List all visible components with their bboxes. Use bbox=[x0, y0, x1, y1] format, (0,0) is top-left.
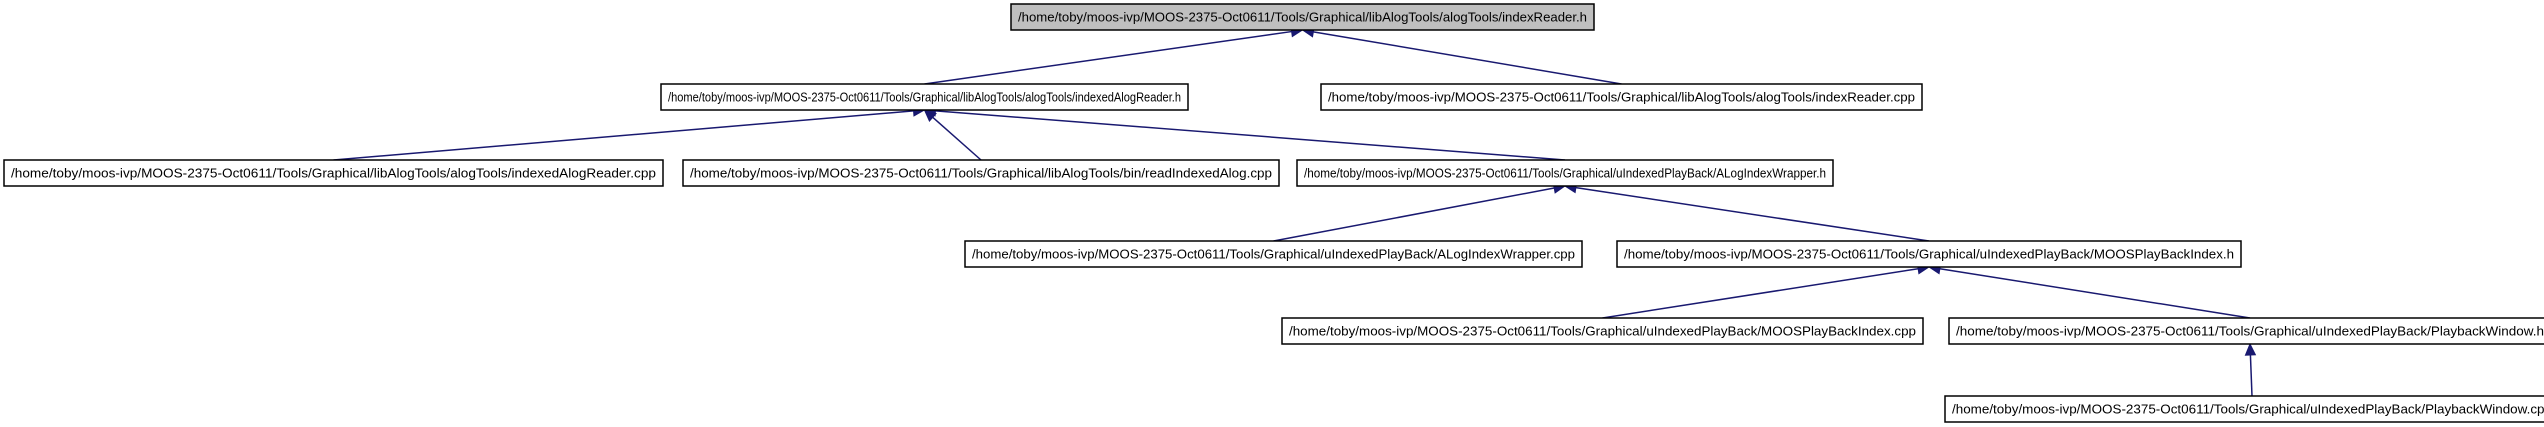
edge-line bbox=[1575, 186, 1930, 242]
edge-indexedAlogReader_h-to-indexReader_h bbox=[924, 25, 1304, 85]
edge-PlaybackWindow_h-to-MOOSPlayBackIndex_h bbox=[1927, 263, 2251, 319]
node-ALogIndexWrapper_h[interactable]: /home/toby/moos-ivp/MOOS-2375-Oct0611/To… bbox=[1296, 159, 1834, 187]
edge-readIndexedAlog_cpp-to-indexedAlogReader_h bbox=[923, 109, 982, 161]
node-indexedAlogReader_h[interactable]: /home/toby/moos-ivp/MOOS-2375-Oct0611/To… bbox=[660, 83, 1189, 111]
edge-ALogIndexWrapper_h-to-indexedAlogReader_h bbox=[923, 105, 1566, 161]
node-label: /home/toby/moos-ivp/MOOS-2375-Oct0611/To… bbox=[972, 247, 1575, 262]
node-MOOSPlayBackIndex_cpp[interactable]: /home/toby/moos-ivp/MOOS-2375-Oct0611/To… bbox=[1281, 317, 1924, 345]
node-box[interactable] bbox=[1320, 83, 1923, 111]
node-label: /home/toby/moos-ivp/MOOS-2375-Oct0611/To… bbox=[1289, 324, 1916, 339]
node-indexReader_cpp[interactable]: /home/toby/moos-ivp/MOOS-2375-Oct0611/To… bbox=[1320, 83, 1923, 111]
node-readIndexedAlog_cpp[interactable]: /home/toby/moos-ivp/MOOS-2375-Oct0611/To… bbox=[682, 159, 1280, 187]
nodes-layer: /home/toby/moos-ivp/MOOS-2375-Oct0611/To… bbox=[3, 3, 2544, 423]
edge-line bbox=[2249, 354, 2253, 397]
node-label: /home/toby/moos-ivp/MOOS-2375-Oct0611/To… bbox=[668, 90, 1181, 105]
node-PlaybackWindow_h[interactable]: /home/toby/moos-ivp/MOOS-2375-Oct0611/To… bbox=[1948, 317, 2544, 345]
node-label: /home/toby/moos-ivp/MOOS-2375-Oct0611/To… bbox=[1328, 90, 1915, 105]
edge-MOOSPlayBackIndex_cpp-to-MOOSPlayBackIndex_h bbox=[1602, 263, 1931, 319]
node-indexReader_h[interactable]: /home/toby/moos-ivp/MOOS-2375-Oct0611/To… bbox=[1010, 3, 1595, 31]
node-box[interactable] bbox=[3, 159, 664, 187]
node-box[interactable] bbox=[1944, 395, 2544, 423]
edge-line bbox=[932, 116, 982, 161]
node-box[interactable] bbox=[1948, 317, 2544, 345]
edge-MOOSPlayBackIndex_h-to-ALogIndexWrapper_h bbox=[1563, 182, 1930, 242]
edge-ALogIndexWrapper_cpp-to-ALogIndexWrapper_h bbox=[1273, 182, 1567, 242]
node-box[interactable] bbox=[682, 159, 1280, 187]
node-MOOSPlayBackIndex_h[interactable]: /home/toby/moos-ivp/MOOS-2375-Oct0611/To… bbox=[1616, 240, 2242, 268]
edge-line bbox=[924, 30, 1292, 85]
edge-line bbox=[1313, 31, 1622, 85]
node-label: /home/toby/moos-ivp/MOOS-2375-Oct0611/To… bbox=[11, 166, 656, 181]
node-box[interactable] bbox=[1281, 317, 1924, 345]
node-box[interactable] bbox=[1616, 240, 2242, 268]
node-label: /home/toby/moos-ivp/MOOS-2375-Oct0611/To… bbox=[690, 166, 1272, 181]
edge-line bbox=[333, 110, 914, 161]
edge-line bbox=[935, 110, 1566, 161]
node-label: /home/toby/moos-ivp/MOOS-2375-Oct0611/To… bbox=[1956, 324, 2544, 339]
node-box[interactable] bbox=[660, 83, 1189, 111]
node-label: /home/toby/moos-ivp/MOOS-2375-Oct0611/To… bbox=[1952, 402, 2544, 417]
node-ALogIndexWrapper_cpp[interactable]: /home/toby/moos-ivp/MOOS-2375-Oct0611/To… bbox=[964, 240, 1583, 268]
root-node-box[interactable] bbox=[1010, 3, 1595, 31]
edge-line bbox=[1602, 267, 1919, 319]
edge-line bbox=[1939, 267, 2251, 319]
edge-line bbox=[1273, 187, 1555, 242]
node-indexedAlogReader_cpp[interactable]: /home/toby/moos-ivp/MOOS-2375-Oct0611/To… bbox=[3, 159, 664, 187]
node-PlaybackWindow_cpp[interactable]: /home/toby/moos-ivp/MOOS-2375-Oct0611/To… bbox=[1944, 395, 2544, 423]
node-label: /home/toby/moos-ivp/MOOS-2375-Oct0611/To… bbox=[1018, 10, 1587, 25]
node-box[interactable] bbox=[1296, 159, 1834, 187]
arrowhead-icon bbox=[2244, 342, 2257, 356]
node-label: /home/toby/moos-ivp/MOOS-2375-Oct0611/To… bbox=[1304, 166, 1826, 181]
edge-PlaybackWindow_cpp-to-PlaybackWindow_h bbox=[2244, 342, 2257, 397]
edge-indexedAlogReader_cpp-to-indexedAlogReader_h bbox=[333, 105, 926, 161]
edge-indexReader_cpp-to-indexReader_h bbox=[1301, 26, 1622, 85]
node-box[interactable] bbox=[964, 240, 1583, 268]
node-label: /home/toby/moos-ivp/MOOS-2375-Oct0611/To… bbox=[1624, 247, 2234, 262]
